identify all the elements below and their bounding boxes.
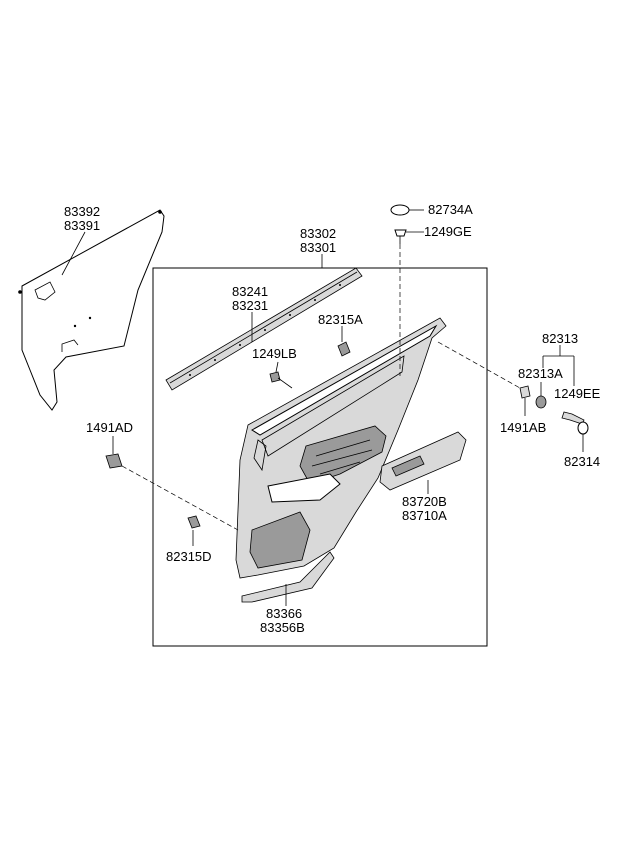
label-82315D: 82315D [166,549,212,564]
label-1491AB: 1491AB [500,420,546,435]
switch-bezel-part [379,431,467,494]
grommet-82313-group [535,345,589,452]
label-82314: 82314 [564,454,600,469]
label-83301: 83301 [300,240,336,255]
label-82734A: 82734A [428,202,473,217]
label-83231: 83231 [232,298,268,313]
assembly-frame [152,267,488,647]
screw-1249GE-part [394,229,424,376]
label-83302: 83302 [300,226,336,241]
waterproof-film-part [18,209,165,411]
label-83391: 83391 [64,218,100,233]
label-1249LB: 1249LB [252,346,297,361]
label-83366: 83366 [266,606,302,621]
screw-1249LB-part [269,361,293,389]
weatherstrip-part [165,267,363,391]
label-83720B: 83720B [402,494,447,509]
label-83710A: 83710A [402,508,447,523]
clip-82315A-part [337,326,351,357]
label-1249GE: 1249GE [424,224,472,239]
cap-82734A-part [390,204,424,216]
label-1249EE: 1249EE [554,386,601,401]
clip-1491AB-part [437,341,531,416]
clip-1491AD-part [105,436,239,531]
label-83356B: 83356B [260,620,305,635]
lower-garnish-part [241,551,335,606]
label-82315A: 82315A [318,312,363,327]
label-83241: 83241 [232,284,268,299]
clip-82315D-part [187,515,201,546]
label-1491AD: 1491AD [86,420,133,435]
door-trim-panel-part [235,317,447,579]
label-82313: 82313 [542,331,578,346]
label-83392: 83392 [64,204,100,219]
label-82313A: 82313A [518,366,563,381]
